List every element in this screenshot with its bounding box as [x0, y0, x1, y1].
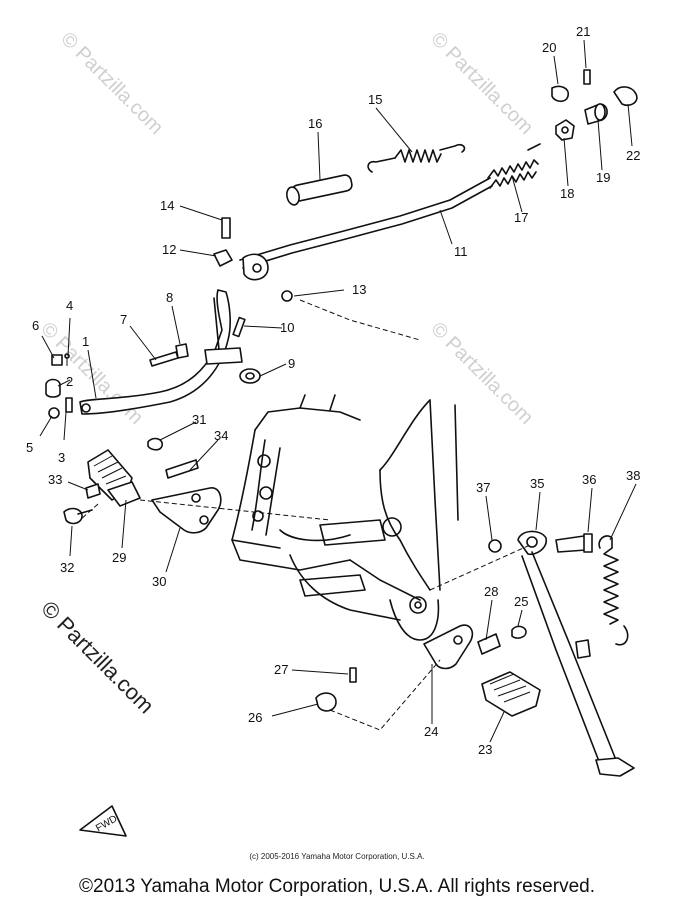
- callout-7: 7: [120, 312, 127, 327]
- callout-23: 23: [478, 742, 492, 757]
- watermark-top-left: © Partzilla.com: [56, 28, 167, 139]
- callout-16: 16: [308, 116, 322, 131]
- frame: [231, 394, 459, 641]
- callout-35: 35: [530, 476, 544, 491]
- callout-5: 5: [26, 440, 33, 455]
- callout-21: 21: [576, 24, 590, 39]
- right-footrest: [315, 624, 541, 717]
- callout-15: 15: [368, 92, 382, 107]
- callout-25: 25: [514, 594, 528, 609]
- callout-14: 14: [160, 198, 174, 213]
- callout-22: 22: [626, 148, 640, 163]
- callout-19: 19: [596, 170, 610, 185]
- copyright-main: ©2013 Yamaha Motor Corporation, U.S.A. A…: [79, 876, 595, 897]
- brake-rod: [239, 177, 493, 281]
- callout-37: 37: [476, 480, 490, 495]
- callout-34: 34: [214, 428, 228, 443]
- callout-4: 4: [66, 298, 73, 313]
- rod-spring: [367, 143, 466, 173]
- connection-lines: [79, 299, 531, 731]
- callout-28: 28: [484, 584, 498, 599]
- brake-pedal: [79, 289, 243, 415]
- watermark-top-right: © Partzilla.com: [426, 28, 537, 139]
- callout-29: 29: [112, 550, 126, 565]
- callout-36: 36: [582, 472, 596, 487]
- left-footrest: [63, 437, 222, 534]
- callout-labels: 1 2 3 4 5 6 7 8 9 10 11 12 13 14 15 16 1…: [26, 24, 640, 757]
- copyright-small: (c) 2005-2016 Yamaha Motor Corporation, …: [249, 852, 425, 861]
- callout-3: 3: [58, 450, 65, 465]
- callout-30: 30: [152, 574, 166, 589]
- callout-13: 13: [352, 282, 366, 297]
- pivot-shaft: [286, 174, 353, 206]
- callout-1: 1: [82, 334, 89, 349]
- callout-6: 6: [32, 318, 39, 333]
- fwd-arrow: FWD: [79, 805, 127, 837]
- callout-24: 24: [424, 724, 438, 739]
- callout-27: 27: [274, 662, 288, 677]
- watermark-main: © Partzilla.com: [36, 596, 159, 719]
- leader-lines: [39, 39, 637, 743]
- sidestand: [488, 530, 635, 777]
- callout-8: 8: [166, 290, 173, 305]
- adjuster: [487, 143, 541, 189]
- callout-31: 31: [192, 412, 206, 427]
- adjuster-hardware: [551, 69, 638, 141]
- callout-2: 2: [66, 374, 73, 389]
- callout-33: 33: [48, 472, 62, 487]
- callout-11: 11: [454, 244, 468, 259]
- callout-12: 12: [162, 242, 176, 257]
- callout-20: 20: [542, 40, 556, 55]
- callout-10: 10: [280, 320, 294, 335]
- callout-17: 17: [514, 210, 528, 225]
- callout-9: 9: [288, 356, 295, 371]
- callout-38: 38: [626, 468, 640, 483]
- pedal-hardware: [45, 217, 293, 419]
- callout-18: 18: [560, 186, 574, 201]
- callout-26: 26: [248, 710, 262, 725]
- watermark-mid-right: © Partzilla.com: [426, 318, 537, 429]
- callout-32: 32: [60, 560, 74, 575]
